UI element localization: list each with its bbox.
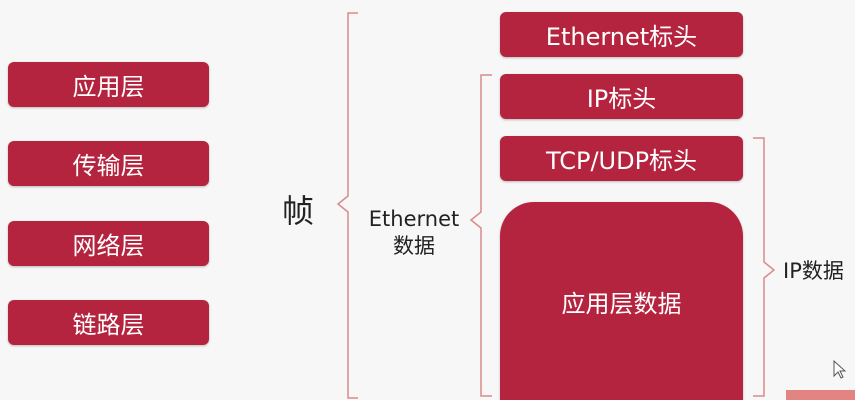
tcp-udp-header-label: TCP/UDP标头 (545, 147, 698, 175)
layer-link: 链路层 (8, 300, 209, 345)
ip-header-label: IP标头 (586, 85, 657, 113)
layer-transport: 传输层 (8, 141, 209, 186)
application-data: 应用层数据 (500, 202, 743, 400)
layer-link-label: 链路层 (72, 311, 145, 339)
ethernet-header: Ethernet标头 (500, 12, 743, 57)
ip-header: IP标头 (500, 74, 743, 119)
layer-application-label: 应用层 (72, 73, 145, 101)
layer-network: 网络层 (8, 221, 209, 266)
application-data-label: 应用层数据 (561, 289, 682, 318)
layer-network-label: 网络层 (72, 232, 145, 260)
ip-data-bracket (753, 137, 776, 397)
ethernet-data-label: Ethernet 数据 (362, 206, 466, 260)
ip-data-label: IP数据 (783, 259, 844, 283)
frame-label: 帧 (282, 192, 315, 230)
ethernet-data-bracket (469, 74, 492, 397)
layer-transport-label: 传输层 (72, 152, 145, 180)
layer-application: 应用层 (8, 62, 209, 107)
frame-bracket (336, 12, 358, 399)
ethernet-data-label-line2: 数据 (393, 234, 435, 258)
tcp-udp-header: TCP/UDP标头 (500, 136, 743, 181)
cursor-icon (833, 360, 846, 379)
ethernet-data-label-line1: Ethernet (368, 207, 460, 231)
ethernet-header-label: Ethernet标头 (545, 23, 698, 51)
watermark-mark (786, 390, 855, 400)
